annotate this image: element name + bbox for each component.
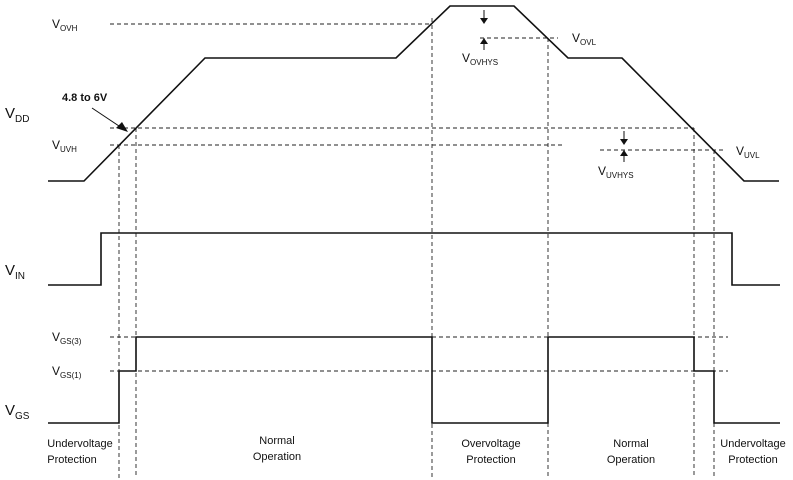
vovh-label: VOVH (52, 17, 78, 33)
vgs-label: VGS (5, 402, 30, 422)
region-labels: Undervoltage Protection Normal Operation… (47, 435, 785, 466)
vgs3-label: VGS(3) (52, 330, 82, 346)
vuvhys-label: VUVHYS (598, 164, 634, 180)
vin-label: VIN (5, 262, 25, 282)
region-5-line1: Undervoltage (720, 438, 785, 450)
region-1-line1: Undervoltage (47, 438, 112, 450)
vgs1-label: VGS(1) (52, 364, 82, 380)
region-4-line2: Operation (607, 454, 655, 466)
ovhys-indicator (480, 10, 488, 50)
region-1-line2: Protection (47, 454, 97, 466)
vuvh-label: VUVH (52, 138, 77, 154)
region-5-line2: Protection (728, 454, 778, 466)
vovl-label: VOVL (572, 31, 597, 47)
vdd-waveform (48, 5, 779, 182)
range-annotation: 4.8 to 6V (62, 92, 108, 104)
range-arrow (91, 107, 128, 132)
vuvl-label: VUVL (736, 144, 760, 160)
region-3-line2: Protection (466, 454, 516, 466)
vovhys-label: VOVHYS (462, 51, 498, 67)
vdd-label: VDD (5, 105, 29, 125)
region-2-line1: Normal (259, 435, 294, 447)
uvhys-indicator (620, 131, 628, 162)
vgs-waveform (48, 336, 780, 424)
region-3-line1: Overvoltage (461, 438, 520, 450)
region-2-line2: Operation (253, 451, 301, 463)
threshold-lines (110, 23, 728, 372)
region-4-line1: Normal (613, 438, 648, 450)
vin-waveform (48, 232, 780, 286)
event-markers (118, 18, 715, 478)
